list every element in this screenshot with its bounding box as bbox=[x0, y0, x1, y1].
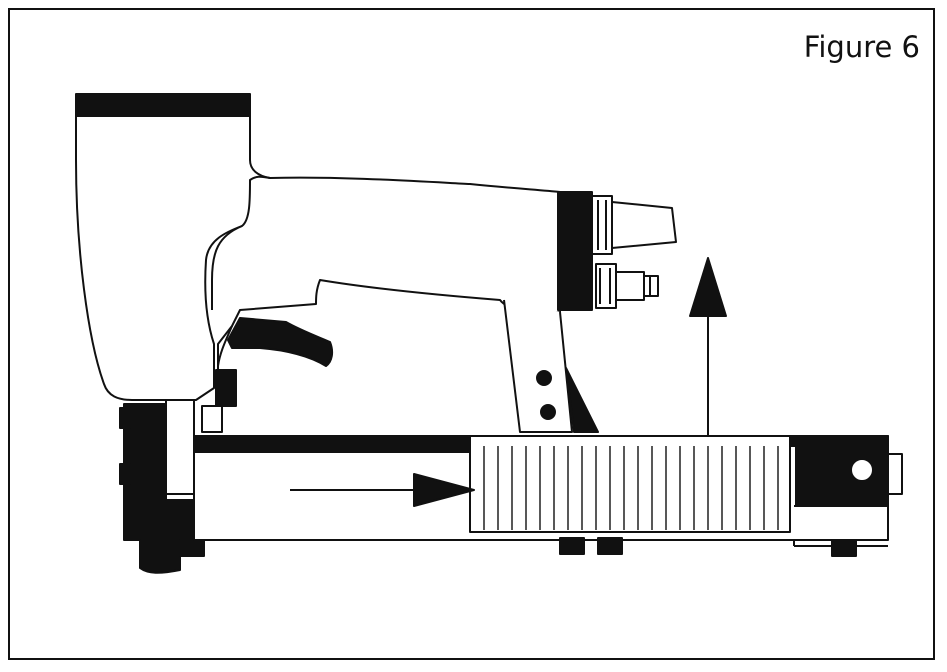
lift-arrow-vertical bbox=[689, 257, 727, 436]
bracket-wedge bbox=[565, 367, 599, 433]
exhaust-cone bbox=[611, 201, 677, 249]
staple-strip-lines bbox=[483, 446, 779, 530]
magazine-mount-bracket bbox=[503, 299, 573, 433]
head-top-cap bbox=[75, 93, 251, 117]
figure-label: Figure 6 bbox=[803, 30, 920, 64]
rear-black-band bbox=[557, 191, 593, 311]
nose-latch bbox=[215, 369, 237, 407]
head-inner-contour bbox=[249, 116, 271, 179]
trigger bbox=[227, 317, 334, 367]
magazine-rear-latch bbox=[795, 445, 889, 507]
nose-piece bbox=[165, 399, 195, 495]
staple-strip bbox=[469, 435, 791, 533]
push-arrow-horizontal bbox=[290, 473, 475, 507]
latch-hole bbox=[852, 460, 872, 480]
trigger-guard bbox=[217, 325, 233, 367]
grip-inner-contour bbox=[211, 225, 243, 310]
exhaust-ring bbox=[591, 195, 613, 255]
